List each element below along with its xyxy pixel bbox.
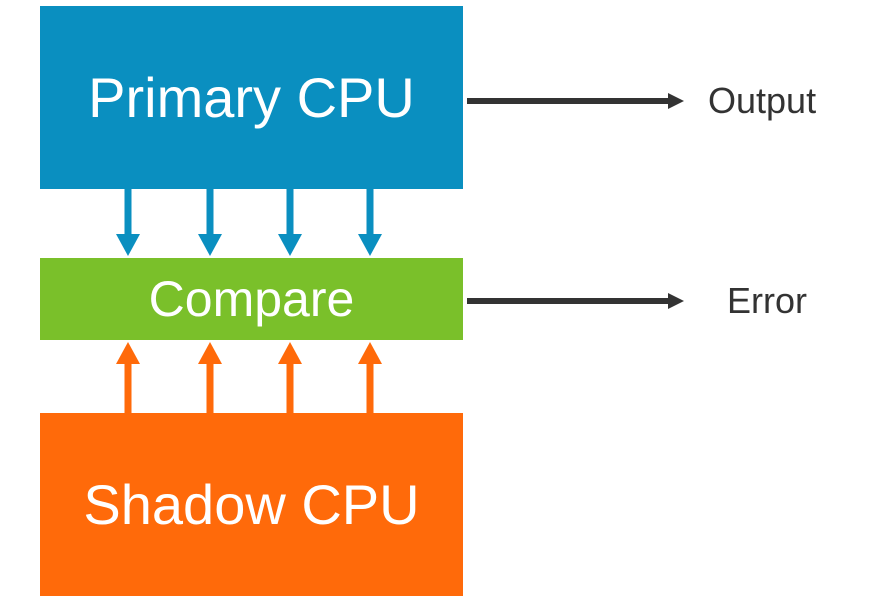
up-arrow-3 (278, 342, 302, 413)
shadow-to-compare-arrows (116, 342, 382, 413)
up-arrow-1 (116, 342, 140, 413)
up-arrow-2 (198, 342, 222, 413)
primary-cpu-label: Primary CPU (88, 66, 415, 129)
primary-to-compare-arrows (116, 189, 382, 256)
output-label: Output (708, 80, 817, 121)
down-arrow-3 (278, 189, 302, 256)
shadow-cpu-block: Shadow CPU (40, 413, 463, 596)
primary-cpu-block: Primary CPU (40, 6, 463, 189)
down-arrow-2 (198, 189, 222, 256)
down-arrow-1 (116, 189, 140, 256)
compare-label: Compare (148, 271, 355, 327)
error-arrow (467, 293, 684, 309)
error-label: Error (727, 280, 807, 321)
output-arrow (467, 93, 684, 109)
compare-block: Compare (40, 258, 463, 340)
up-arrow-4 (358, 342, 382, 413)
shadow-cpu-label: Shadow CPU (83, 473, 420, 536)
down-arrow-4 (358, 189, 382, 256)
